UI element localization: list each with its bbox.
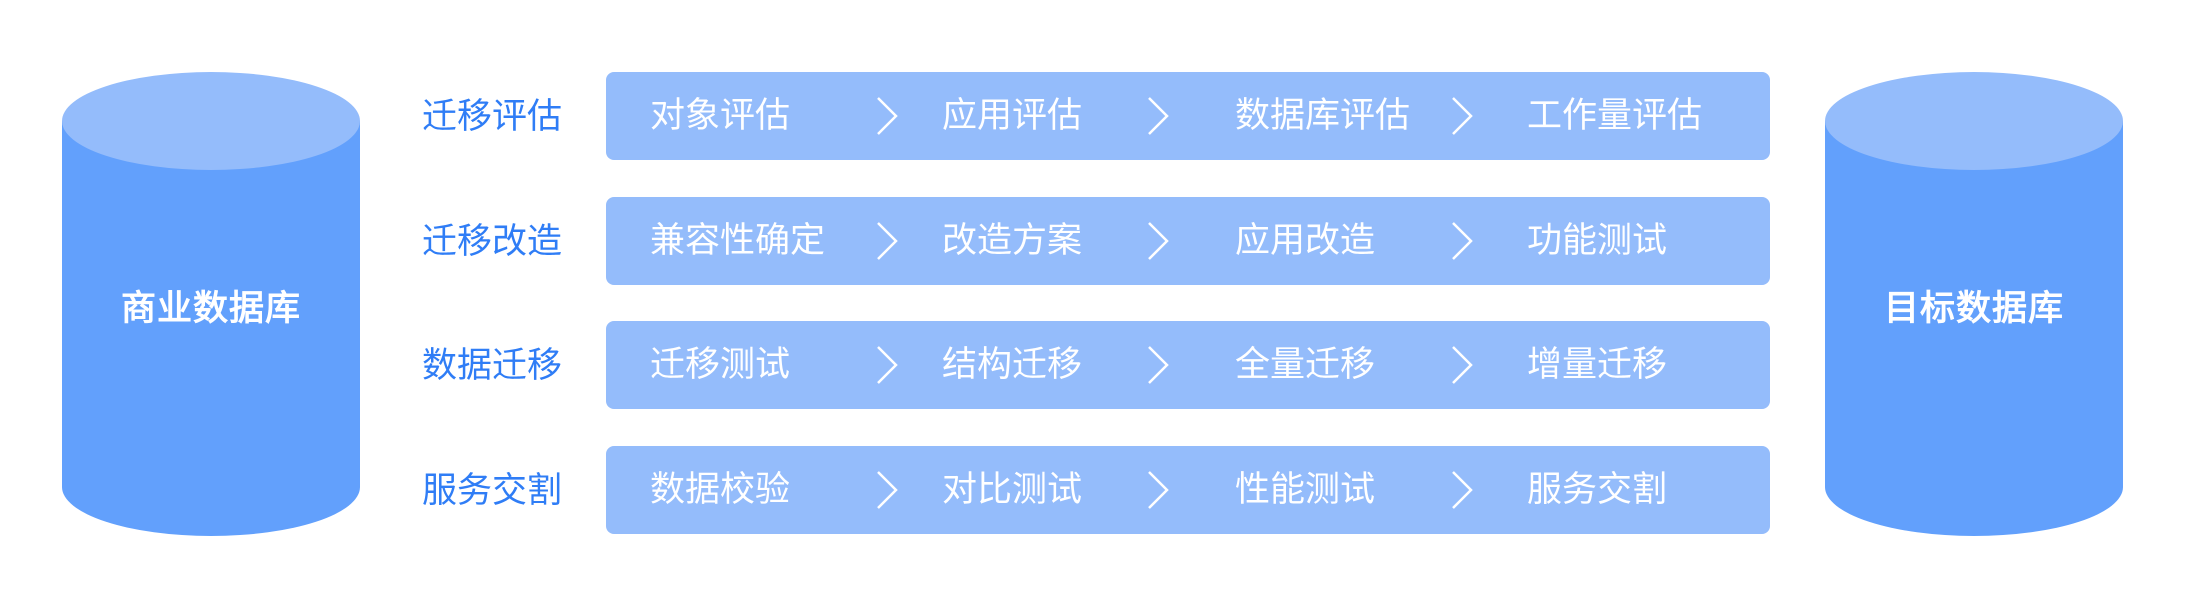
step-label: 对象评估 <box>650 96 791 136</box>
chevron-right-icon <box>1452 222 1473 260</box>
chevron-right-icon <box>1148 222 1169 260</box>
step-label: 全量迁移 <box>1235 345 1376 385</box>
step-label: 应用评估 <box>942 96 1083 136</box>
phase-label-remediation: 迁移改造 <box>422 222 563 262</box>
chevron-right-icon <box>877 97 898 135</box>
step-label: 改造方案 <box>942 221 1083 261</box>
database-cylinder-icon <box>1825 72 2123 536</box>
chevron-right-icon <box>1148 471 1169 509</box>
chevron-right-icon <box>1452 346 1473 384</box>
chevron-right-icon <box>1452 471 1473 509</box>
step-label: 增量迁移 <box>1527 345 1668 385</box>
chevron-right-icon <box>1452 97 1473 135</box>
phase-label-data-migration: 数据迁移 <box>422 346 563 386</box>
phase-bar-remediation: 兼容性确定 改造方案 应用改造 功能测试 <box>606 197 1770 285</box>
source-database-label: 商业数据库 <box>120 289 301 329</box>
step-label: 数据校验 <box>650 470 791 510</box>
chevron-right-icon <box>877 471 898 509</box>
step-label: 对比测试 <box>942 470 1083 510</box>
chevron-right-icon <box>877 222 898 260</box>
step-label: 数据库评估 <box>1235 96 1411 136</box>
step-label: 性能测试 <box>1235 470 1376 510</box>
step-label: 结构迁移 <box>942 345 1083 385</box>
phase-bar-assessment: 对象评估 应用评估 数据库评估 工作量评估 <box>606 72 1770 160</box>
step-label: 应用改造 <box>1235 221 1376 261</box>
target-database-cylinder: 目标数据库 <box>1825 72 2123 536</box>
phase-label-assessment: 迁移评估 <box>422 97 563 137</box>
step-label: 迁移测试 <box>650 345 791 385</box>
database-cylinder-icon <box>62 72 360 536</box>
phase-label-service-delivery: 服务交割 <box>422 471 563 511</box>
phase-bar-service-delivery: 数据校验 对比测试 性能测试 服务交割 <box>606 446 1770 534</box>
step-label: 功能测试 <box>1527 221 1668 261</box>
step-label: 兼容性确定 <box>650 221 826 261</box>
phase-bar-data-migration: 迁移测试 结构迁移 全量迁移 增量迁移 <box>606 321 1770 409</box>
source-database-cylinder: 商业数据库 <box>62 72 360 536</box>
target-database-label: 目标数据库 <box>1883 289 2064 329</box>
chevron-right-icon <box>877 346 898 384</box>
chevron-right-icon <box>1148 97 1169 135</box>
step-label: 工作量评估 <box>1527 96 1703 136</box>
step-label: 服务交割 <box>1527 470 1668 510</box>
chevron-right-icon <box>1148 346 1169 384</box>
